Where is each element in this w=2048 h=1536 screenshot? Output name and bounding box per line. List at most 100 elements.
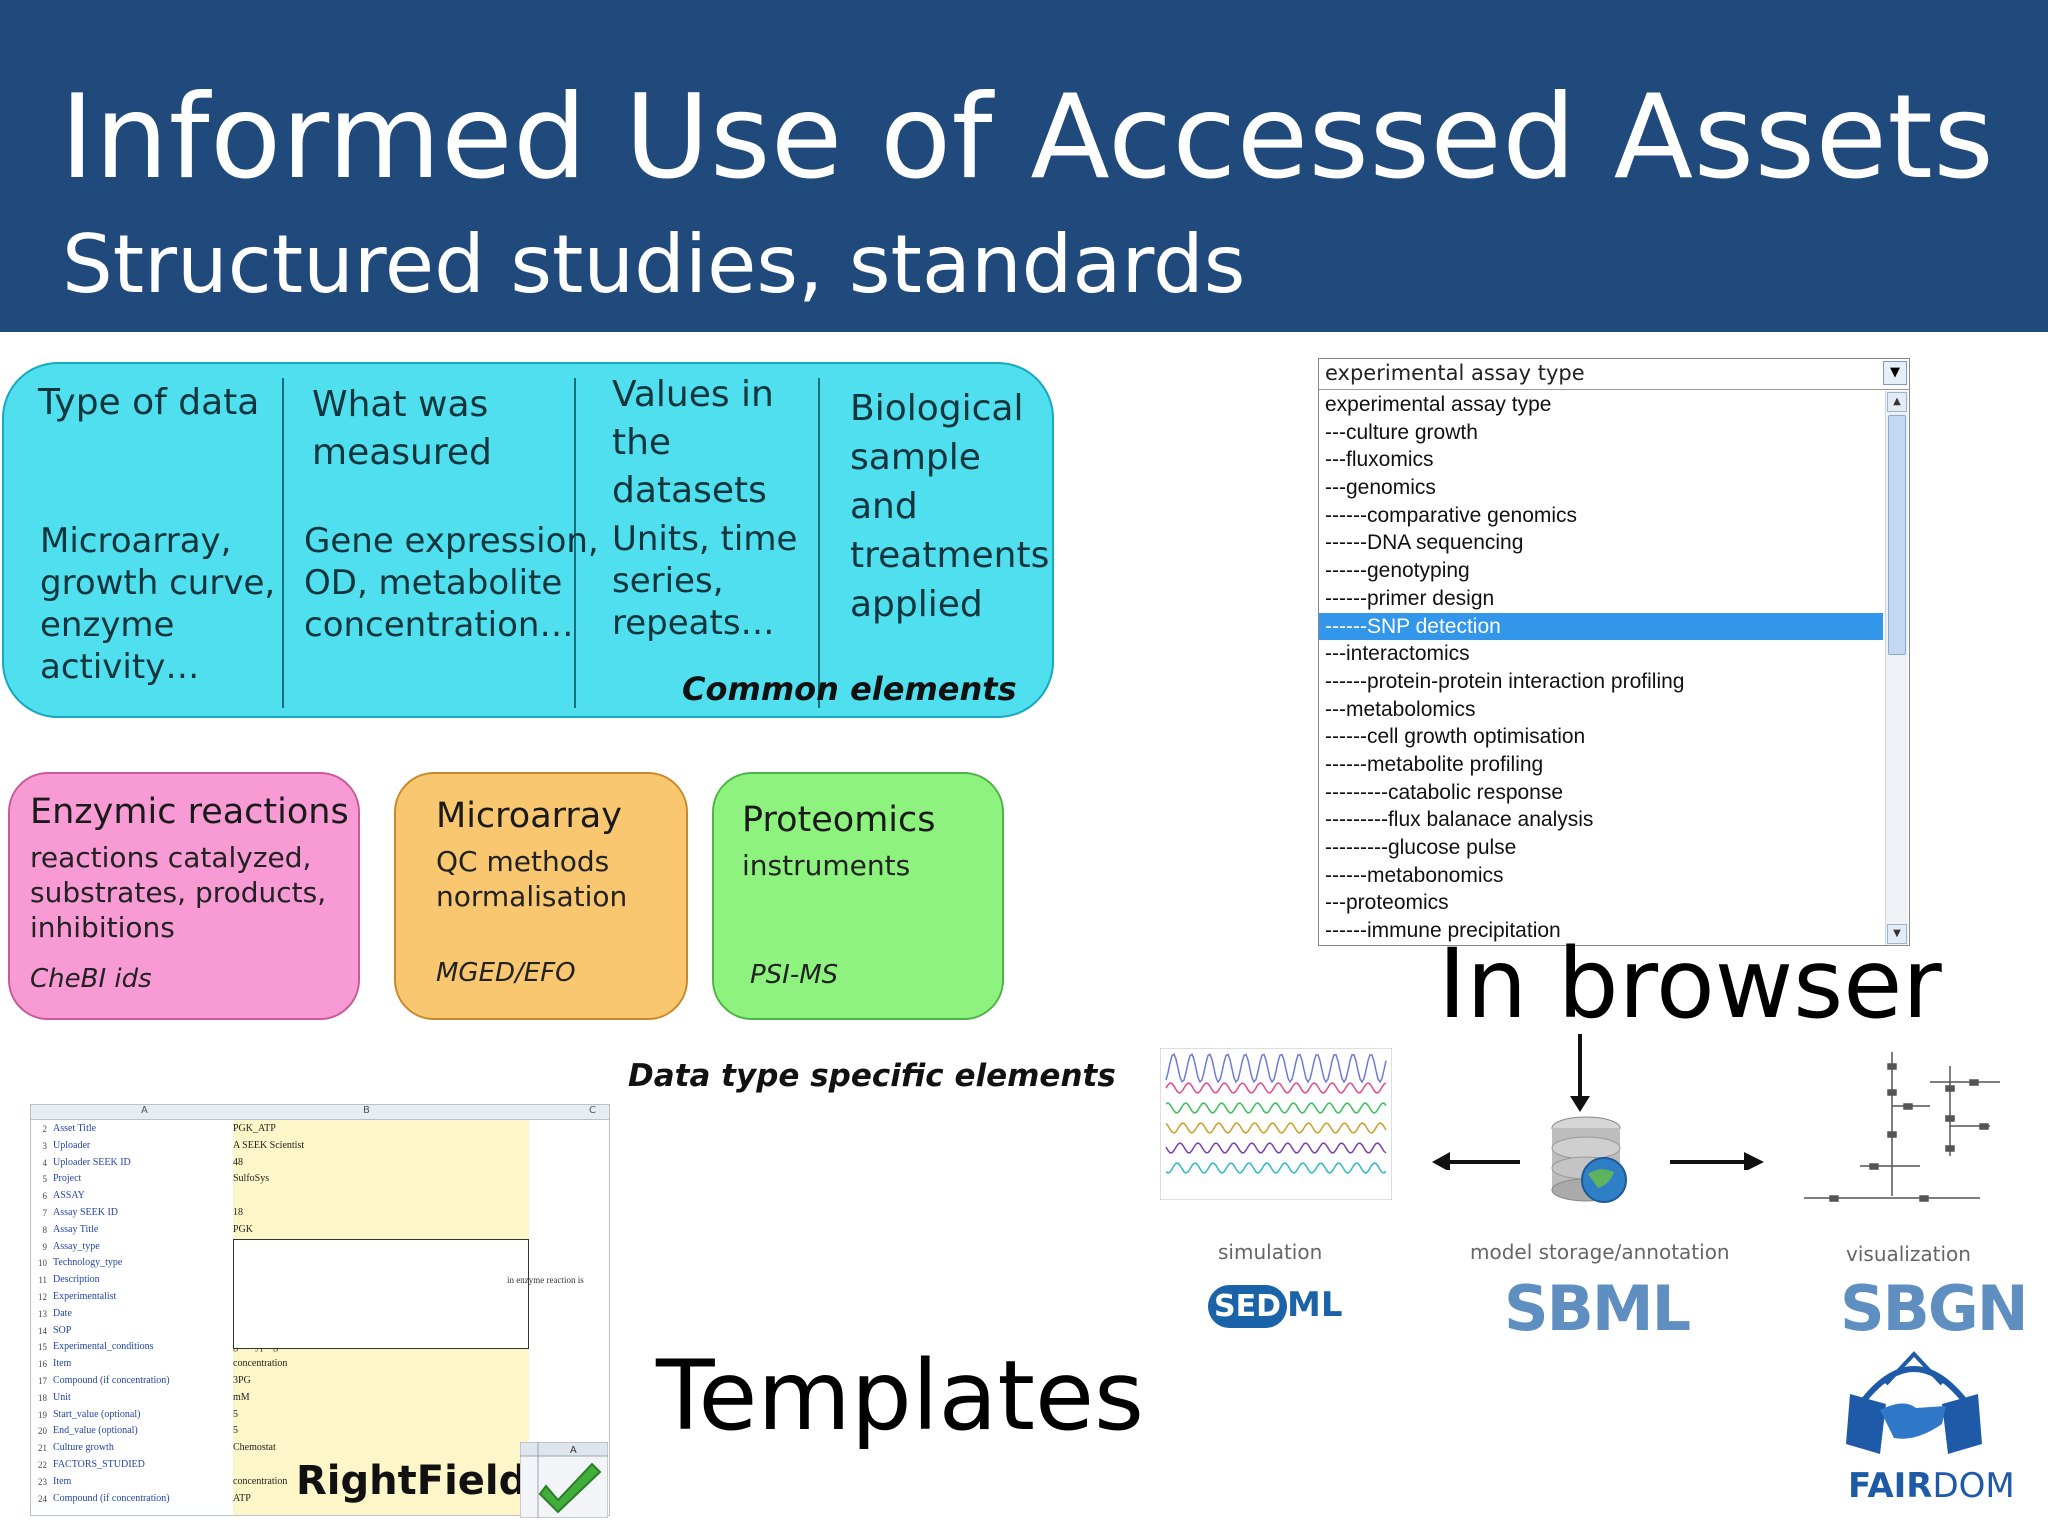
- row-key-cell: Item: [53, 1475, 72, 1487]
- row-key-cell: Uploader SEEK ID: [53, 1156, 131, 1168]
- row-value-cell: SulfoSys: [233, 1173, 270, 1185]
- dropdown-option[interactable]: ------protein-protein interaction profil…: [1325, 669, 1685, 693]
- chevron-down-icon[interactable]: ▼: [1883, 361, 1907, 385]
- row-number: 5: [42, 1174, 48, 1185]
- fairdom-dom-text: DOM: [1932, 1466, 2015, 1506]
- row-number: 24: [38, 1493, 47, 1504]
- dropdown-option[interactable]: ---genomics: [1325, 476, 1436, 500]
- row-number: 22: [38, 1460, 47, 1470]
- sbgn-logo: SBGN: [1840, 1272, 2029, 1345]
- dropdown-option[interactable]: ------metabonomics: [1325, 863, 1504, 887]
- dropdown-option[interactable]: ---fluxomics: [1325, 448, 1434, 472]
- common-col-2-body: Gene expression,: [304, 521, 599, 561]
- enzymic-reactions-body: substrates, products,: [30, 876, 327, 909]
- row-value-cell: 48: [233, 1156, 243, 1168]
- simulation-label: simulation: [1218, 1240, 1323, 1264]
- row-key-cell: Culture growth: [53, 1442, 114, 1454]
- row-value-cell: PGK_ATP: [233, 1123, 276, 1134]
- column-header-b: B: [363, 1105, 370, 1116]
- assay-type-dropdown[interactable]: experimental assay type ▼ experimental a…: [1318, 358, 1910, 946]
- in-browser-label: In browser: [1438, 928, 1942, 1040]
- visualization-network-icon: [1804, 1052, 2000, 1202]
- common-col-3-body: repeats…: [612, 603, 775, 643]
- row-value-cell: 3PG: [233, 1375, 251, 1386]
- microarray-box: Microarray QC methods normalisation MGED…: [394, 772, 688, 1020]
- common-col-3-body: series,: [612, 561, 724, 601]
- simulation-wave: [1165, 1082, 1387, 1094]
- simulation-wave: [1165, 1052, 1387, 1084]
- row-number: 20: [38, 1426, 47, 1437]
- dropdown-option[interactable]: ---------catabolic response: [1325, 780, 1564, 804]
- dropdown-option[interactable]: ---culture growth: [1325, 420, 1478, 444]
- proteomics-body: instruments: [742, 849, 911, 882]
- simulation-wave: [1165, 1142, 1387, 1154]
- common-col-4-heading: sample: [850, 437, 981, 478]
- row-number: 15: [38, 1342, 47, 1353]
- column-divider: [818, 378, 820, 708]
- slide-subtitle: Structured studies, standards: [62, 218, 1246, 311]
- common-col-4-heading: applied: [850, 584, 983, 625]
- common-elements-label: Common elements: [682, 670, 1017, 708]
- table-row: 5 Project SulfoSys: [31, 1171, 609, 1188]
- header-banner: [0, 0, 2048, 332]
- dropdown-option[interactable]: ---------glucose pulse: [1325, 836, 1517, 859]
- microarray-title: Microarray: [436, 796, 622, 836]
- row-number: 17: [38, 1376, 47, 1386]
- row-key-cell: Uploader: [53, 1139, 91, 1151]
- scroll-down-icon[interactable]: ▼: [1887, 924, 1907, 944]
- row-value-cell: ATP: [233, 1492, 251, 1504]
- row-number: 12: [38, 1292, 47, 1302]
- dropdown-option[interactable]: ------DNA sequencing: [1325, 531, 1524, 555]
- row-number: 19: [38, 1409, 47, 1420]
- row-number: 11: [38, 1275, 47, 1286]
- dropdown-option[interactable]: ------SNP detection: [1319, 612, 1883, 641]
- dropdown-option[interactable]: ------metabolite profiling: [1325, 752, 1544, 776]
- dropdown-scrollbar[interactable]: ▲ ▼: [1885, 391, 1908, 945]
- common-col-1-body: Microarray,: [40, 521, 232, 561]
- dropdown-option[interactable]: ------immune precipitation: [1325, 919, 1561, 943]
- row-key-cell: Experimentalist: [53, 1291, 117, 1302]
- scroll-up-icon[interactable]: ▲: [1887, 392, 1907, 412]
- dropdown-options-list[interactable]: experimental assay type ---culture growth…: [1319, 391, 1883, 945]
- dropdown-option[interactable]: ---metabolomics: [1325, 697, 1476, 721]
- dropdown-option[interactable]: ------comparative genomics: [1325, 503, 1578, 527]
- database-icon: [1551, 1116, 1627, 1203]
- dropdown-option[interactable]: ---------flux balanace analysis: [1325, 808, 1594, 832]
- dropdown-option[interactable]: ---proteomics: [1325, 891, 1449, 915]
- dropdown-option[interactable]: ---interactomics: [1325, 642, 1470, 666]
- table-row: 4 Uploader SEEK ID 48: [31, 1155, 609, 1172]
- row-value-cell: Chemostat: [233, 1442, 276, 1454]
- data-type-specific-label: Data type specific elements: [628, 1058, 1116, 1094]
- row-number: 6: [42, 1191, 48, 1202]
- common-col-1-heading: Type of data: [38, 382, 260, 423]
- model-storage-label: model storage/annotation: [1470, 1240, 1730, 1264]
- row-key-cell: End_value (optional): [53, 1425, 138, 1437]
- dropdown-select-field[interactable]: experimental assay type ▼: [1319, 359, 1909, 390]
- row-key-cell: Project: [53, 1173, 82, 1185]
- row-value-cell: PGK: [233, 1223, 254, 1235]
- row-number: 4: [42, 1157, 48, 1168]
- dropdown-option[interactable]: ------genotyping: [1325, 559, 1470, 583]
- row-number: 9: [42, 1241, 48, 1252]
- microarray-body: normalisation: [436, 880, 628, 913]
- row-number: 16: [38, 1359, 47, 1370]
- row-value-cell: concentration: [233, 1358, 288, 1370]
- simulation-wave: [1165, 1102, 1387, 1114]
- templates-label: Templates: [656, 1340, 1145, 1452]
- common-col-1-body: enzyme: [40, 605, 175, 645]
- dropdown-selected-value: experimental assay type: [1325, 361, 1585, 385]
- dropdown-option[interactable]: ------cell growth optimisation: [1325, 725, 1586, 749]
- dropdown-option[interactable]: experimental assay type: [1325, 393, 1552, 416]
- spreadsheet-side-note: in enzyme reaction is: [507, 1275, 584, 1285]
- scrollbar-thumb[interactable]: [1888, 415, 1906, 655]
- dropdown-option[interactable]: ------primer design: [1325, 586, 1495, 610]
- enzymic-reactions-footer: CheBI ids: [30, 964, 152, 994]
- row-number: 23: [38, 1476, 47, 1487]
